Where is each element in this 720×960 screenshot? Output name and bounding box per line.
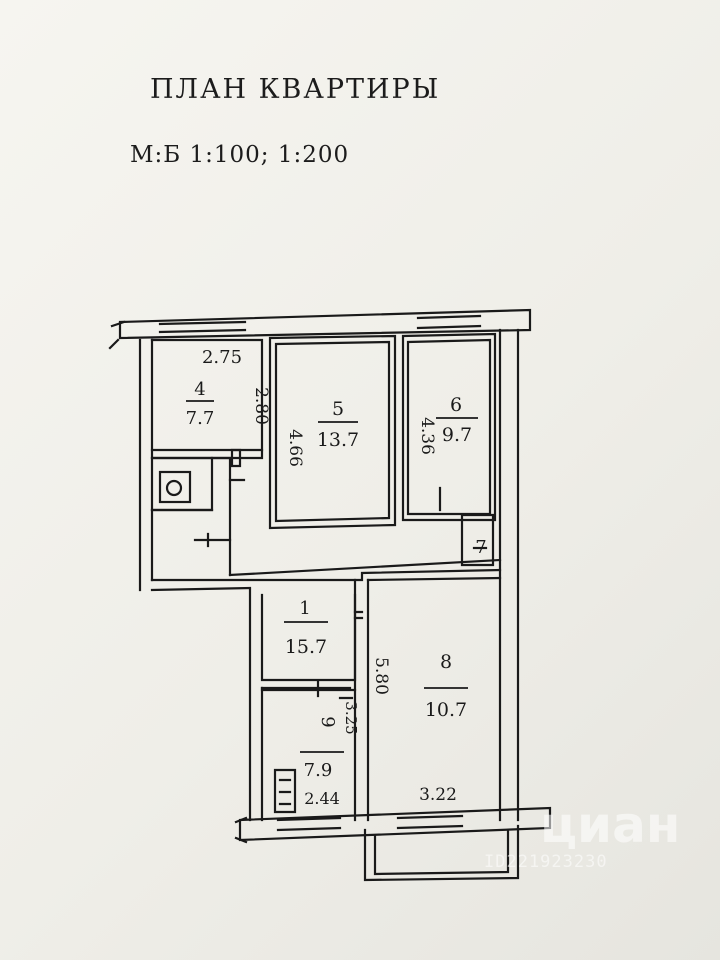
watermark-id: ID221923230 xyxy=(484,852,608,872)
window-room-8 xyxy=(396,814,464,830)
watermark-logo: циан xyxy=(540,796,681,854)
room-7-number: 7 xyxy=(475,537,486,558)
room-8-number: 8 xyxy=(440,651,452,673)
central-wall xyxy=(353,578,370,822)
dimension-4-36: 4.36 xyxy=(417,417,437,455)
dimension-4-66: 4.66 xyxy=(285,429,305,467)
corridor-wall xyxy=(150,568,502,582)
dimension-2-80: 2.80 xyxy=(251,387,271,425)
window-room-4 xyxy=(158,320,247,334)
window-room-6 xyxy=(416,314,482,330)
dimension-3-22: 3.22 xyxy=(419,785,457,805)
left-wall xyxy=(138,338,154,592)
room-9-number: 9 xyxy=(317,716,338,727)
room-6-walls xyxy=(401,332,497,522)
outer-wall-bottom xyxy=(238,806,552,842)
outer-wall-left-stub xyxy=(108,320,126,350)
room-6-number: 6 xyxy=(450,394,462,416)
room-4-area: 7.7 xyxy=(186,408,215,429)
dimension-2-75: 2.75 xyxy=(202,347,242,368)
window-room-9 xyxy=(276,816,342,832)
room-4-number: 4 xyxy=(194,379,205,400)
sink-icon xyxy=(158,470,192,504)
plan-title: ПЛАН КВАРТИРЫ xyxy=(150,74,441,105)
room-9-area: 7.9 xyxy=(304,760,333,781)
room-1-number: 1 xyxy=(299,598,310,619)
room-1-area: 15.7 xyxy=(285,636,327,658)
room-7-walls xyxy=(460,513,495,567)
balcony xyxy=(363,824,520,882)
room-5-walls xyxy=(268,334,397,530)
room-8-area: 10.7 xyxy=(425,699,467,721)
room-6-area: 9.7 xyxy=(442,424,472,446)
outer-wall-right xyxy=(498,328,520,822)
room-5-area: 13.7 xyxy=(317,429,359,451)
dimension-5-80: 5.80 xyxy=(371,657,391,695)
outer-wall-top xyxy=(118,308,532,340)
plan-scale: М:Б 1:100; 1:200 xyxy=(130,142,350,168)
room-5-number: 5 xyxy=(332,398,344,420)
room-8-walls xyxy=(366,576,502,582)
dimension-3-25: 3.25 xyxy=(342,701,360,734)
dimension-2-44: 2.44 xyxy=(304,789,340,808)
